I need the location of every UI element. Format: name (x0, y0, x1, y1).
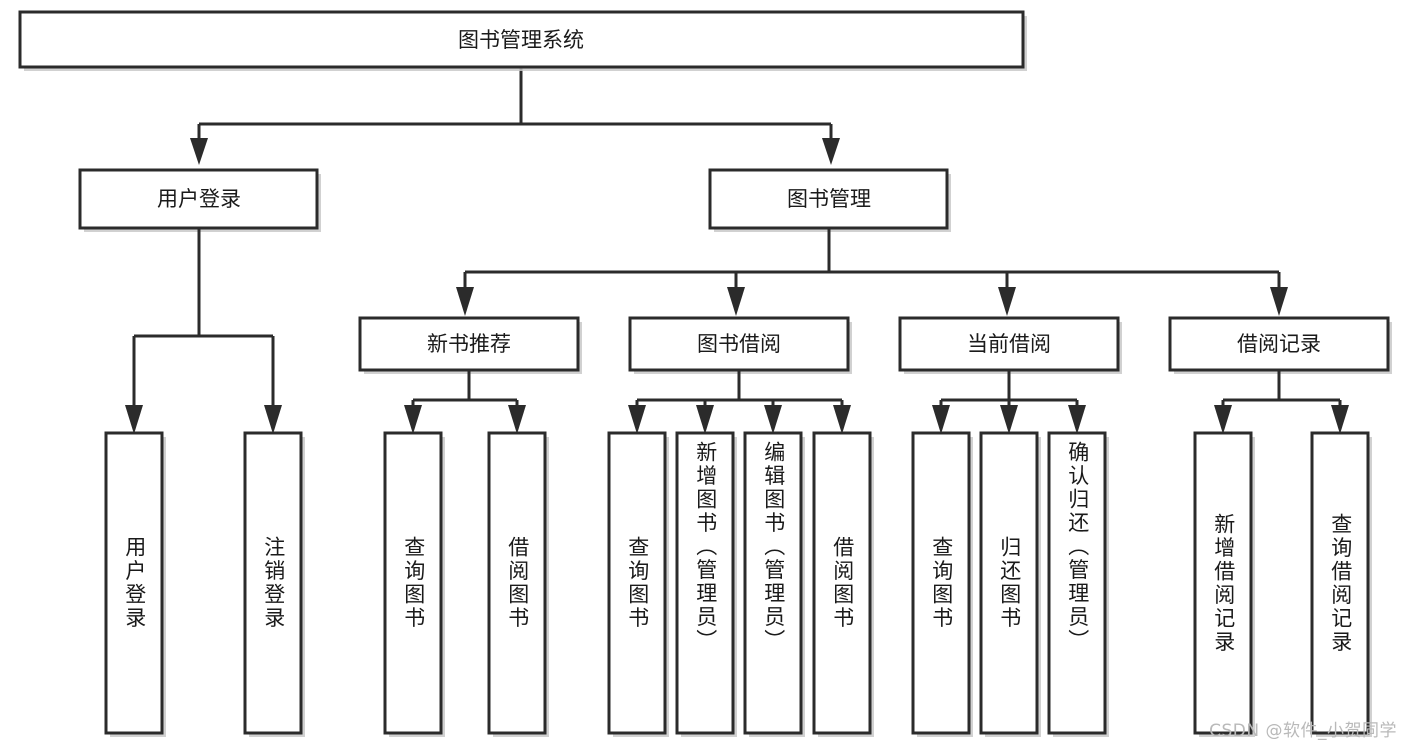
leaf-node[interactable] (812, 431, 874, 737)
arrow-head-icon (1331, 405, 1349, 434)
arrow-head-icon (727, 287, 745, 316)
leaf-node[interactable] (1310, 431, 1372, 737)
leaf-node[interactable] (607, 431, 669, 737)
leaf-box (243, 431, 303, 735)
node-book-borrow-label: 图书借阅 (697, 332, 781, 356)
node-borrow-record[interactable]: 借阅记录 (1168, 316, 1392, 374)
node-root[interactable]: 图书管理系统 (18, 10, 1027, 71)
leaf-node[interactable] (675, 431, 737, 737)
arrow-head-icon (822, 138, 840, 165)
node-root-label: 图书管理系统 (458, 28, 584, 52)
connector-borrow-record-to-leaves (1214, 370, 1349, 434)
node-book-borrow[interactable]: 图书借阅 (628, 316, 852, 374)
arrow-head-icon (833, 405, 851, 434)
node-user-login[interactable]: 用户登录 (78, 168, 321, 232)
leaf-box (383, 431, 443, 735)
arrow-head-icon (1270, 287, 1288, 316)
arrow-head-icon (456, 287, 474, 316)
arrow-head-icon (1000, 405, 1018, 434)
node-current-borrow-box (898, 316, 1120, 372)
leaf-node[interactable] (911, 431, 973, 737)
node-user-login-label: 用户登录 (157, 187, 241, 211)
leaf-box (104, 431, 164, 735)
node-book-management-box (708, 168, 949, 230)
leaf-node[interactable] (1047, 431, 1109, 737)
arrow-head-icon (190, 138, 208, 165)
node-root-box (18, 10, 1025, 69)
arrow-head-icon (1214, 405, 1232, 434)
arrow-head-icon (1068, 405, 1086, 434)
leaf-box (487, 431, 547, 735)
leaf-box (1310, 431, 1370, 735)
arrow-head-icon (404, 405, 422, 434)
arrow-head-icon (764, 405, 782, 434)
node-borrow-record-box (1168, 316, 1390, 372)
connector-root-to-level2 (190, 67, 840, 165)
arrow-head-icon (628, 405, 646, 434)
leaf-node[interactable] (487, 431, 549, 737)
arrow-head-icon (696, 405, 714, 434)
connector-current-borrow-to-leaves (932, 370, 1086, 434)
node-current-borrow-label: 当前借阅 (967, 332, 1051, 356)
leaf-node[interactable] (1193, 431, 1255, 737)
arrow-head-icon (264, 405, 282, 434)
node-book-management[interactable]: 图书管理 (708, 168, 951, 232)
arrow-head-icon (125, 405, 143, 434)
leaf-box (1193, 431, 1253, 735)
leaf-box (1047, 431, 1107, 735)
arrow-head-icon (932, 405, 950, 434)
connector-book-borrow-to-leaves (628, 370, 851, 434)
leaf-node[interactable] (743, 431, 805, 737)
watermark: CSDN @软件_小贺同学 (1209, 721, 1397, 741)
arrow-head-icon (998, 287, 1016, 316)
node-book-management-label: 图书管理 (787, 187, 871, 211)
leaf-node[interactable] (243, 431, 305, 737)
leaf-node[interactable] (383, 431, 445, 737)
leaf-box (743, 431, 803, 735)
node-new-book-recommend[interactable]: 新书推荐 (358, 316, 582, 374)
node-borrow-record-label: 借阅记录 (1237, 332, 1321, 356)
connector-book-management-to-level3 (456, 228, 1288, 316)
node-current-borrow[interactable]: 当前借阅 (898, 316, 1122, 374)
leaf-box (911, 431, 971, 735)
node-user-login-box (78, 168, 319, 230)
connector-user-login-to-leaves (125, 228, 282, 434)
leaf-node[interactable] (104, 431, 166, 737)
node-new-book-recommend-box (358, 316, 580, 372)
arrow-head-icon (508, 405, 526, 434)
leaf-box (607, 431, 667, 735)
leaf-box (812, 431, 872, 735)
connector-new-book-recommend-to-leaves (404, 370, 526, 434)
leaf-box (979, 431, 1039, 735)
node-new-book-recommend-label: 新书推荐 (427, 332, 511, 356)
leaf-node[interactable] (979, 431, 1041, 737)
leaf-box (675, 431, 735, 735)
